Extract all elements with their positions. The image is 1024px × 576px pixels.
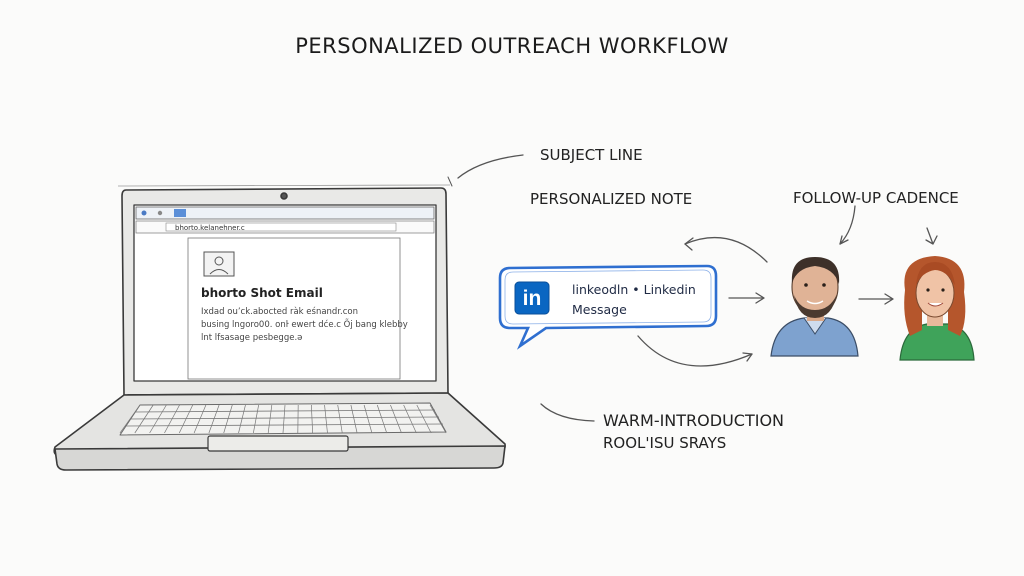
- keyboard-key-divider: [429, 404, 447, 434]
- keyboard-key-divider: [324, 404, 328, 434]
- keyboard-key-divider: [119, 404, 141, 434]
- email-body-line-1: Ixdad ou’ck.abocted ràk eśnandr.con: [201, 307, 359, 317]
- email-body-line-2: busing lngoro00. onŀ ewert dće.c Õj bang…: [201, 320, 408, 330]
- connector-lines: [447, 154, 938, 422]
- label-warm-introduction: WARM-INTRODUCTION: [603, 411, 785, 430]
- keyboard-key-divider: [134, 404, 154, 434]
- keyboard-key-divider: [149, 404, 167, 434]
- keyboard-key-divider: [337, 404, 343, 434]
- person-man-avatar: [770, 257, 859, 357]
- linkedin-line-2: Message: [572, 302, 627, 317]
- keyboard-key-divider: [403, 404, 417, 434]
- keyboard-key-divider: [267, 404, 273, 434]
- keyboard-key-divider: [238, 404, 246, 434]
- keyboard-key-divider: [253, 404, 259, 434]
- label-warm-introduction-sub: RООL'ISU SRAYS: [603, 434, 727, 452]
- person-woman-avatar: [899, 256, 975, 361]
- label-follow-up-cadence: FOLLOW-UP CADENCE: [793, 189, 959, 207]
- keyboard-key-divider: [363, 404, 373, 434]
- page-title: PERSONALIZED OUTREACH WORKFLOW: [295, 34, 729, 58]
- email-heading: bhorto Shot Email: [201, 286, 323, 300]
- linkedin-message-bubble: [498, 264, 718, 350]
- keyboard-key-divider: [164, 404, 180, 434]
- label-personalized-note: PERSONALIZED NOTE: [530, 190, 693, 208]
- keyboard-key-divider: [178, 404, 194, 434]
- keyboard-key-divider: [193, 404, 207, 434]
- keyboard-key-divider: [416, 404, 432, 434]
- label-subject-line: SUBJECT LINE: [540, 146, 643, 164]
- keyboard-key-divider: [350, 404, 358, 434]
- keyboard-key-divider: [208, 404, 220, 434]
- browser-window: [135, 206, 435, 380]
- keyboard-key-divider: [223, 404, 233, 434]
- email-body-line-3: lnt lfsasage pesbegge.ə: [201, 333, 303, 343]
- keyboard-key-divider: [311, 404, 313, 434]
- keyboard-key-divider: [376, 404, 388, 434]
- browser-url[interactable]: bhorto.kelanehner.c: [175, 224, 245, 232]
- keyboard-key-divider: [390, 404, 402, 434]
- linkedin-line-1: linkeodln • Linkedin: [572, 282, 696, 297]
- keyboard-key-divider: [282, 404, 286, 434]
- linkedin-logo-icon: in: [522, 287, 542, 310]
